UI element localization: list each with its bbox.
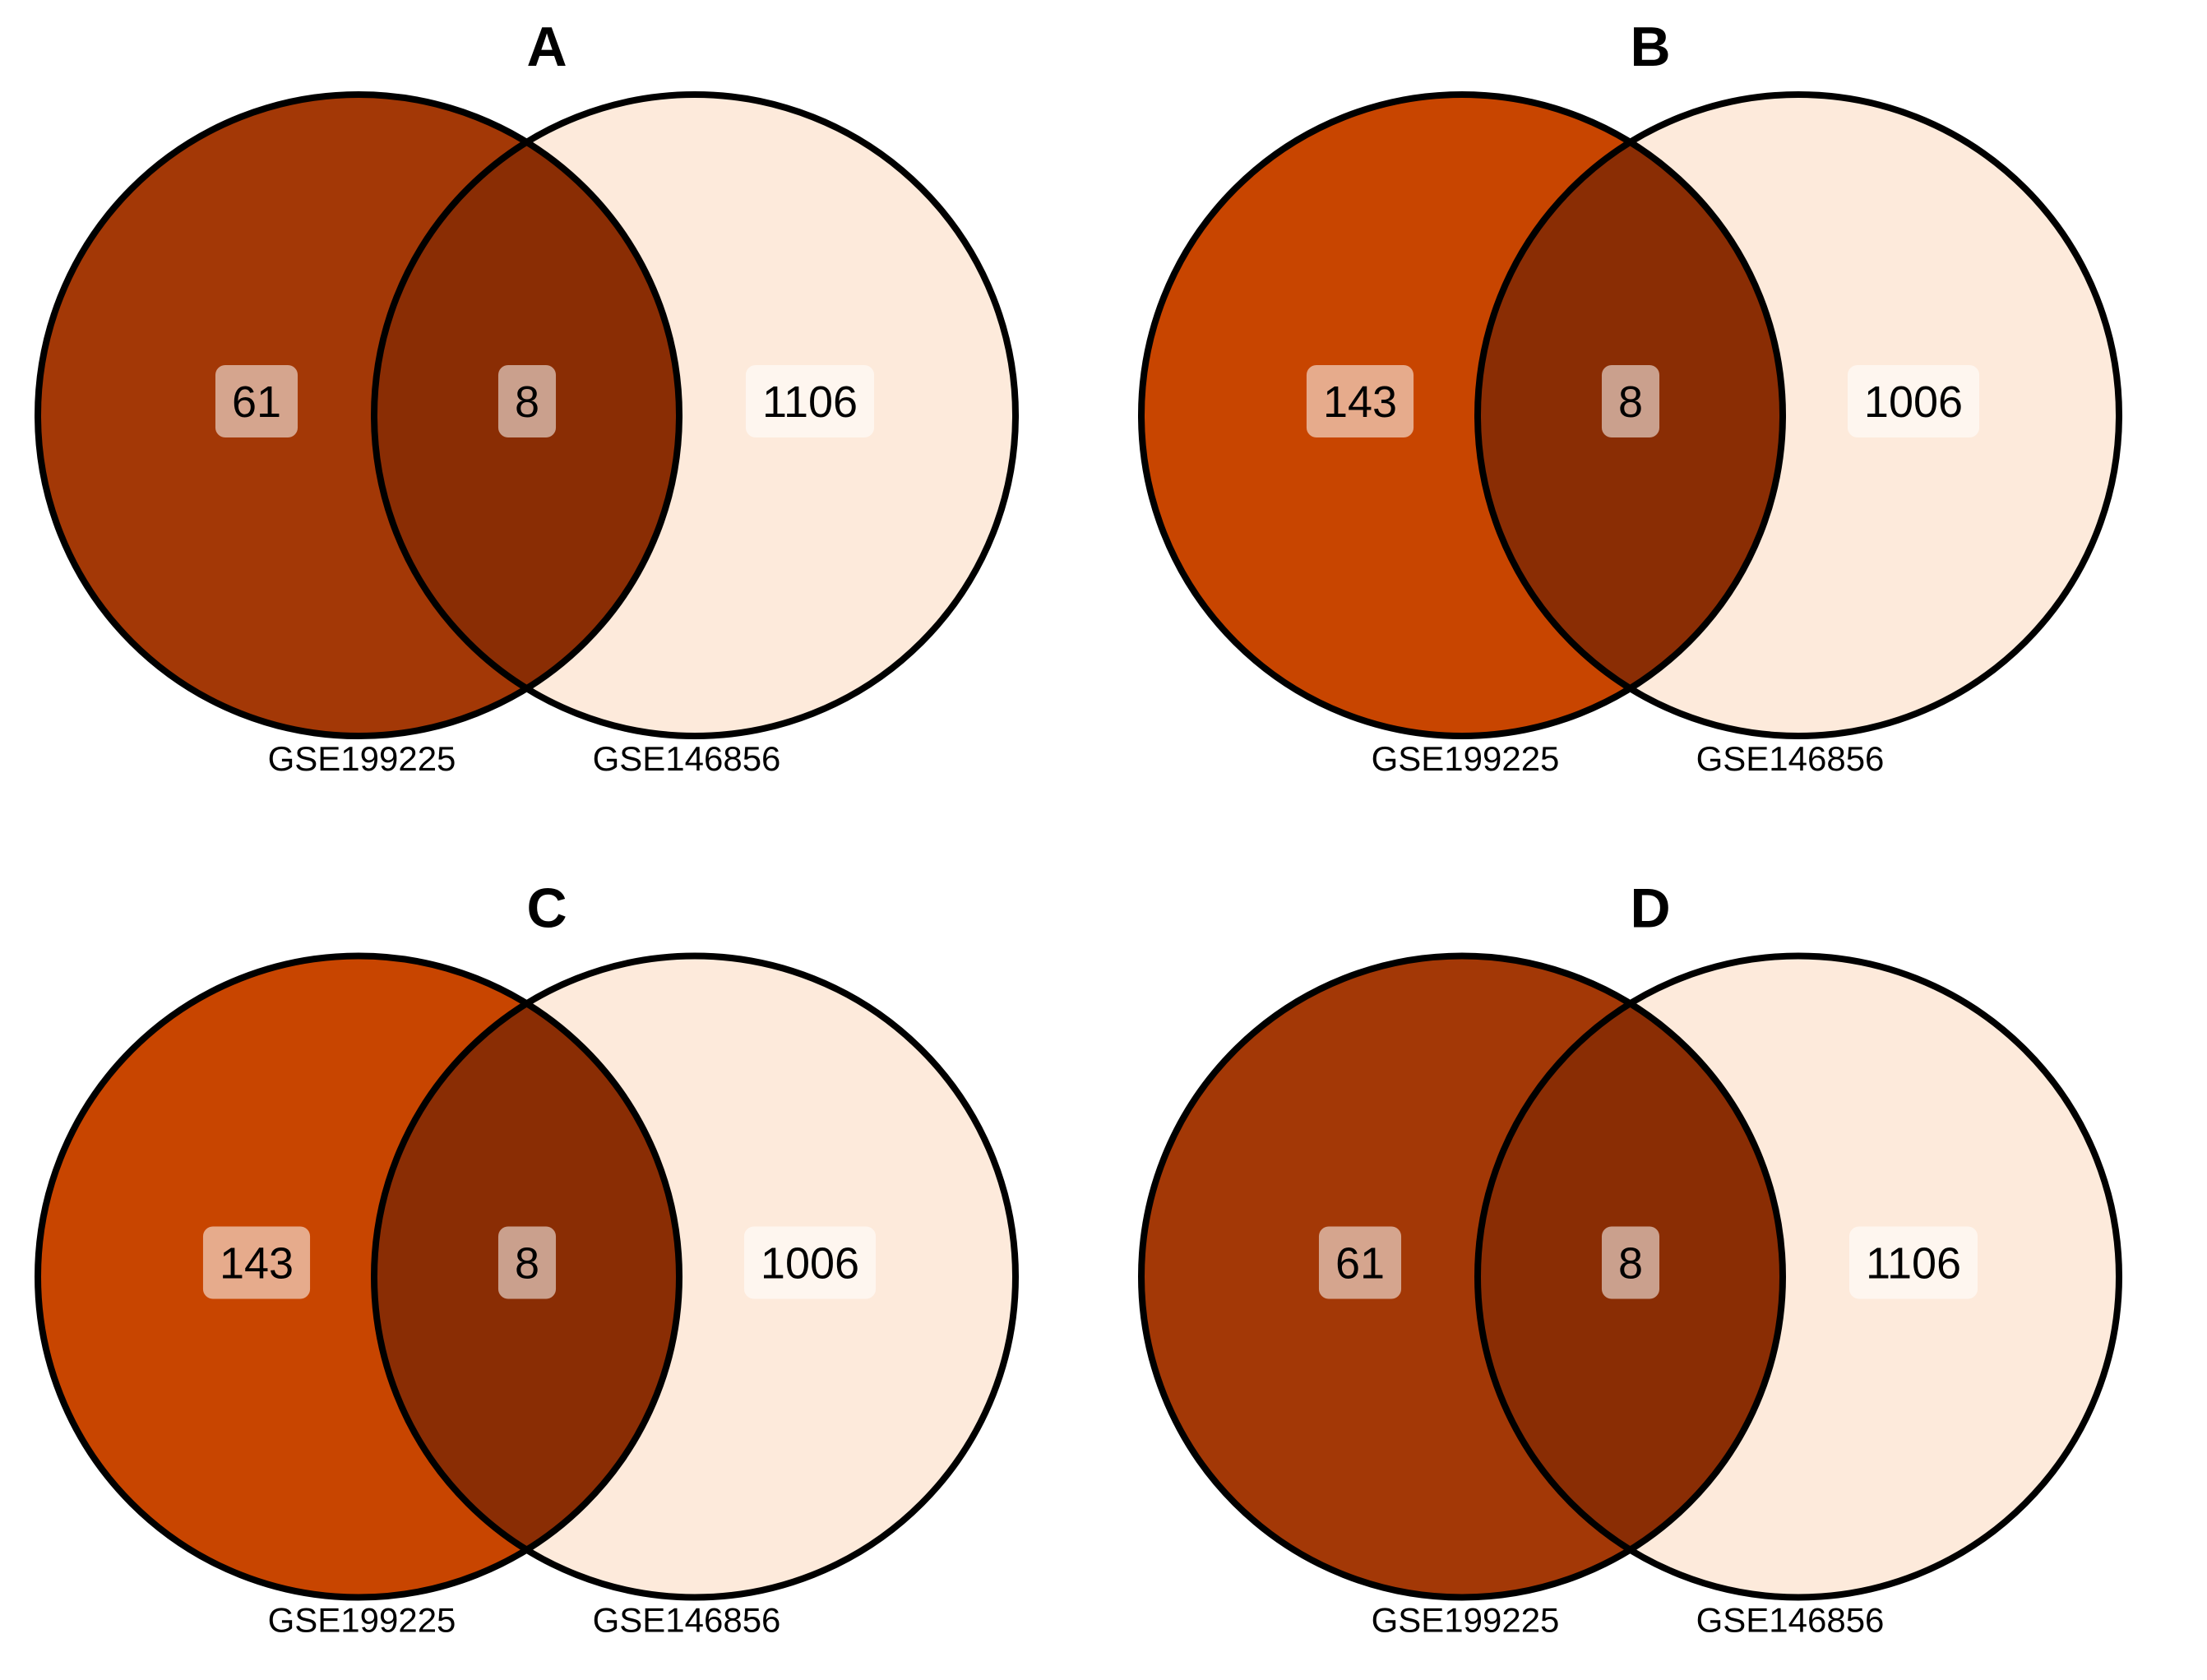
badge-background (497, 1226, 557, 1299)
intersection-count: 8 (1618, 1239, 1643, 1289)
venn-diagram-c: C 143 8 1006 GSE199225 (35, 877, 1019, 1640)
intersection-count: 8 (1618, 377, 1643, 427)
right-count: 1006 (1864, 377, 1963, 427)
badge-background (1601, 365, 1660, 437)
right-count-badge: 1106 (1848, 1226, 1978, 1299)
right-count-badge: 1106 (745, 365, 875, 437)
right-set-label: GSE146856 (1696, 1601, 1885, 1640)
right-set-label: GSE146856 (1696, 739, 1885, 778)
right-count: 1106 (1866, 1239, 1961, 1289)
right-count-badge: 1006 (1847, 365, 1980, 437)
venn-diagram-d: D 61 8 1106 GSE199225 (1138, 877, 2122, 1640)
venn-diagram-b: B 143 8 1006 GSE199225 GSE146856 (1138, 16, 2122, 778)
venn-diagram-a: A 61 8 1106 GSE199225 GSE146856 (35, 16, 1019, 778)
right-circle-outline (1474, 91, 2122, 739)
badge-background (745, 365, 875, 437)
intersection-count-badge: 8 (497, 365, 557, 437)
intersection-region (1478, 956, 1783, 1598)
left-count: 143 (220, 1239, 294, 1289)
left-circle-outline (35, 952, 682, 1601)
badge-background (1847, 365, 1980, 437)
left-count: 143 (1323, 377, 1397, 427)
right-count: 1006 (761, 1239, 859, 1289)
left-set-label: GSE199225 (268, 1601, 456, 1640)
left-count-badge: 143 (202, 1226, 311, 1299)
panel-b: B 143 8 1006 GSE199225 GSE146856 (1104, 0, 2207, 840)
intersection-region (374, 956, 679, 1598)
badge-background (1601, 1226, 1660, 1299)
right-circle-outline (1474, 952, 2122, 1601)
intersection-count: 8 (515, 377, 539, 427)
intersection-region (374, 95, 679, 736)
intersection-count-badge: 8 (1601, 1226, 1660, 1299)
left-circle-outline (1138, 91, 1786, 739)
venn-group: C 143 8 1006 GSE199225 (35, 877, 1019, 1640)
right-count-badge: 1006 (743, 1226, 877, 1299)
intersection-region (1478, 95, 1783, 736)
badge-background (1848, 1226, 1978, 1299)
right-count: 1106 (762, 377, 858, 427)
left-circle-outline (35, 91, 682, 739)
panel-title: A (526, 16, 567, 78)
left-circle-outline (1138, 952, 1786, 1601)
left-count: 61 (232, 377, 281, 427)
panel-d: D 61 8 1106 GSE199225 (1104, 840, 2207, 1680)
intersection-count: 8 (515, 1239, 539, 1289)
badge-background (1306, 365, 1414, 437)
left-count-badge: 61 (215, 365, 298, 437)
venn-group: D 61 8 1106 GSE199225 (1138, 877, 2122, 1640)
right-circle-outline (371, 952, 1019, 1601)
left-count-badge: 143 (1306, 365, 1414, 437)
intersection-count-badge: 8 (497, 1226, 557, 1299)
right-set-label: GSE146856 (593, 1601, 781, 1640)
intersection-count-badge: 8 (1601, 365, 1660, 437)
right-circle-outline (371, 91, 1019, 739)
badge-background (215, 365, 298, 437)
badge-background (743, 1226, 877, 1299)
right-set-label: GSE146856 (593, 739, 781, 778)
badge-background (497, 365, 557, 437)
left-set-label: GSE199225 (1372, 739, 1560, 778)
panel-title: C (526, 877, 567, 940)
badge-background (202, 1226, 311, 1299)
left-count-badge: 61 (1318, 1226, 1402, 1299)
panel-title: D (1630, 877, 1670, 940)
left-set-label: GSE199225 (1372, 1601, 1560, 1640)
panel-a: A 61 8 1106 GSE199225 GSE146856 (0, 0, 1104, 840)
panel-title: B (1630, 16, 1670, 78)
badge-background (1318, 1226, 1402, 1299)
left-set-label: GSE199225 (268, 739, 456, 778)
left-count: 61 (1335, 1239, 1385, 1289)
panel-c: C 143 8 1006 GSE199225 (0, 840, 1104, 1680)
